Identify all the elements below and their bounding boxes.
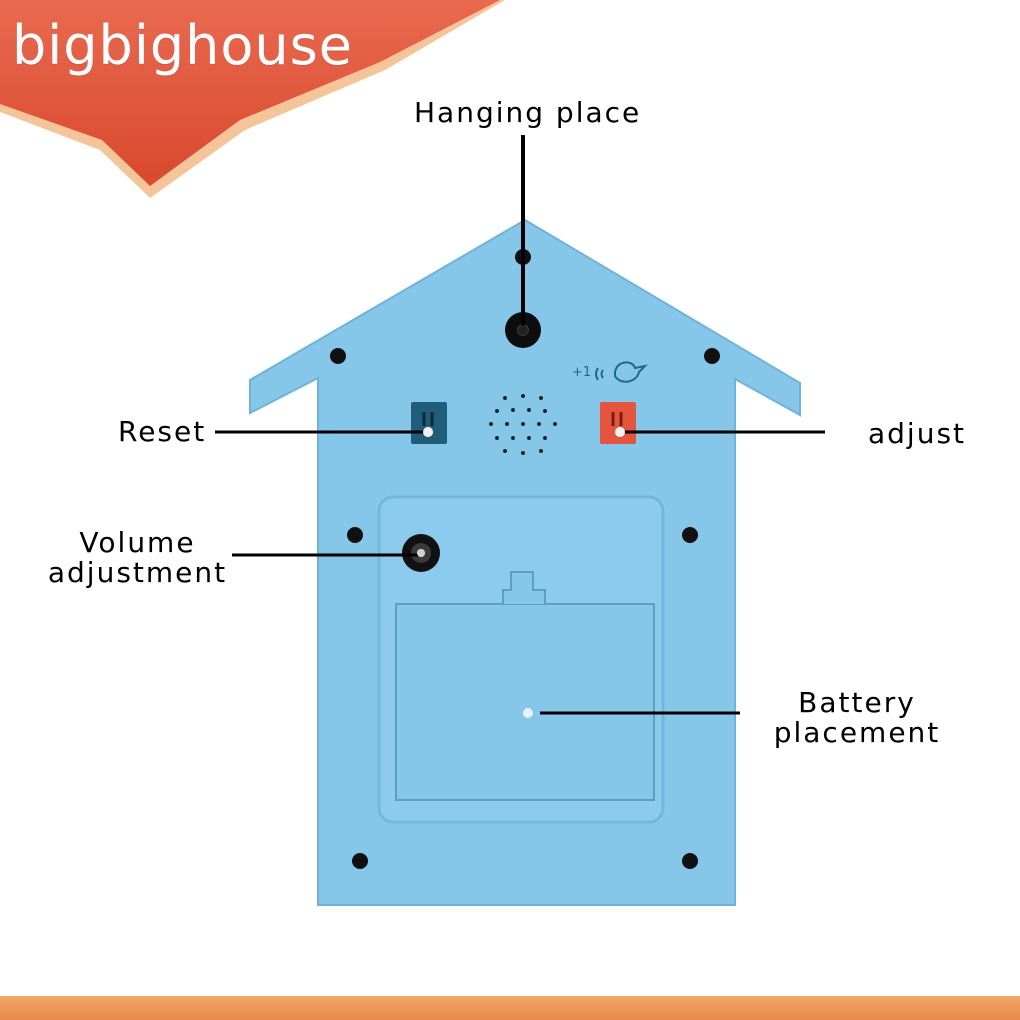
volume-adjustment-label: Volume adjustment <box>40 528 235 588</box>
battery-placement-label: Battery placement <box>762 688 952 748</box>
bottom-accent-bar <box>0 996 1020 1020</box>
plus-one-label: +1 <box>572 365 592 380</box>
screw-hole <box>352 853 368 869</box>
adjust-label: adjust <box>868 417 967 450</box>
battery-label-line2: placement <box>773 716 941 749</box>
screw-hole <box>330 348 346 364</box>
screw-hole <box>347 527 363 543</box>
speaker-grille <box>489 394 557 455</box>
screw-hole <box>682 853 698 869</box>
brand-name: bigbighouse <box>12 14 353 77</box>
reset-label: Reset <box>118 415 207 448</box>
reset-button <box>411 402 447 444</box>
volume-label-line1: Volume <box>79 526 196 559</box>
brand-banner <box>0 0 505 198</box>
volume-label-line2: adjustment <box>47 556 228 589</box>
screw-hole <box>704 348 720 364</box>
adjust-button <box>600 402 636 444</box>
screw-hole <box>682 527 698 543</box>
hanging-place-label: Hanging place <box>414 96 642 129</box>
battery-label-line1: Battery <box>798 686 916 719</box>
battery-cover <box>395 603 655 801</box>
bird-icon <box>595 361 649 383</box>
